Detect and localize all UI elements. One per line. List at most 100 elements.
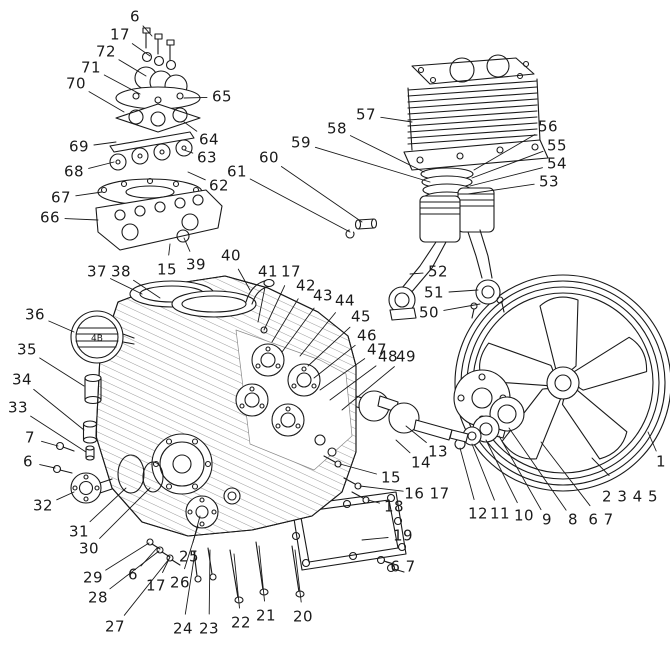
leader-line-6-52 — [140, 547, 158, 567]
leader-line-15-15 — [168, 243, 171, 256]
leader-line-46-24 — [313, 344, 356, 379]
leader-line-17-19 — [263, 285, 286, 331]
leader-line-28-50 — [109, 550, 160, 590]
leader-line-16-17-64 — [359, 485, 404, 492]
leader-line-66-12 — [64, 218, 99, 221]
connecting-rods — [388, 229, 505, 321]
leader-line-38-14 — [133, 279, 161, 299]
leader-lines — [30, 25, 657, 616]
leader-line-14-66 — [395, 439, 411, 454]
leader-line-17-1 — [131, 43, 151, 57]
leader-line-51-38 — [448, 289, 479, 293]
leader-line-45-23 — [307, 326, 351, 367]
leader-line-44-22 — [299, 312, 336, 357]
leader-line-62-10 — [187, 171, 206, 181]
gauge-marking: 4B — [91, 334, 103, 344]
cylinder-base-flange — [403, 139, 549, 171]
leader-line-19-61 — [361, 537, 389, 541]
piston-assembly — [419, 187, 495, 243]
washers — [141, 51, 177, 71]
oil-fill-plug — [84, 373, 102, 405]
leader-line-15-65 — [339, 463, 377, 475]
leader-line-60-31 — [280, 166, 363, 223]
head-stack — [95, 27, 223, 251]
flywheel — [454, 274, 670, 492]
valve-plate-upper — [115, 103, 201, 133]
leader-line-64-6 — [183, 121, 198, 132]
leader-line-39-16 — [183, 237, 191, 252]
bearing-cover-assembly — [453, 369, 525, 450]
leader-line-34-42 — [33, 388, 85, 431]
bottom-fasteners — [146, 538, 305, 604]
breather-elbow — [245, 278, 275, 305]
leader-line-30-48 — [99, 487, 151, 539]
leader-line-67-11 — [75, 191, 103, 197]
crankshaft — [341, 390, 469, 443]
leader-line-50-39 — [443, 303, 481, 311]
leader-line-32-46 — [56, 491, 75, 501]
leader-line-72-2 — [118, 59, 147, 77]
leader-line-18-63 — [367, 499, 380, 504]
leader-line-69-7 — [93, 141, 117, 146]
leader-line-12-68 — [459, 447, 475, 500]
leader-line-36-40 — [48, 320, 75, 333]
leader-line-61-32 — [249, 178, 351, 233]
leader-line-24-56 — [184, 551, 196, 615]
leader-line-6-0 — [142, 25, 153, 37]
leader-line-57-28 — [380, 116, 413, 123]
leader-line-13-67 — [405, 425, 427, 443]
leader-line-52-37 — [409, 272, 424, 275]
leader-line-7-44 — [41, 440, 59, 447]
leader-line-29-49 — [105, 542, 150, 571]
leader-line-25-55 — [192, 515, 201, 543]
leader-line-68-9 — [88, 161, 115, 169]
leader-line-1-75 — [647, 431, 657, 452]
leader-line-65-5 — [183, 96, 208, 99]
leader-line-2-3-4-5-74 — [591, 457, 610, 476]
leader-line-10-70 — [485, 439, 518, 504]
leader-line-21-59 — [258, 545, 265, 602]
leader-line-40-17 — [237, 268, 251, 291]
cylinder-tops — [129, 280, 257, 318]
oil-cover — [185, 495, 219, 529]
leader-line-59-30 — [314, 146, 431, 183]
leader-line-48-26 — [329, 365, 377, 401]
ball-bearing — [489, 396, 525, 432]
leader-line-27-51 — [123, 558, 170, 616]
leader-line-43-21 — [281, 307, 315, 353]
leader-line-70-4 — [88, 91, 125, 113]
leader-line-49-27 — [341, 366, 395, 411]
sight-glass — [223, 487, 241, 505]
leader-line-17-53 — [162, 556, 171, 573]
leader-line-63-8 — [183, 149, 194, 154]
leader-line-55-34 — [471, 150, 544, 179]
leader-line-33-43 — [30, 415, 87, 453]
leader-line-58-29 — [349, 135, 425, 173]
reed-valves — [109, 131, 195, 153]
leader-line-42-20 — [271, 298, 299, 343]
wrist-pin — [345, 218, 378, 239]
leader-line-6-7-73 — [540, 441, 591, 507]
leader-line-53-36 — [467, 183, 535, 195]
leader-line-9-71 — [498, 435, 542, 511]
left-bolts — [52, 441, 75, 474]
cylinder-block — [403, 54, 549, 171]
leader-line-71-3 — [103, 74, 141, 95]
leader-line-22-58 — [233, 553, 240, 609]
leader-line-11-69 — [471, 443, 495, 501]
crankcase — [95, 275, 357, 537]
leader-line-41-18 — [257, 286, 266, 323]
seal-rings — [117, 454, 164, 494]
fitting-small — [82, 420, 98, 461]
air-filter: 4B — [70, 310, 135, 364]
leader-line-8-72 — [508, 427, 567, 511]
leader-line-23-57 — [208, 549, 211, 615]
leader-line-56-33 — [473, 134, 536, 171]
base-plate-bolts — [376, 555, 405, 573]
leader-line-37-13 — [110, 278, 143, 295]
leader-line-20-60 — [294, 549, 302, 603]
leader-line-6-7-62 — [385, 561, 393, 565]
front-bearing-cover — [151, 433, 213, 495]
